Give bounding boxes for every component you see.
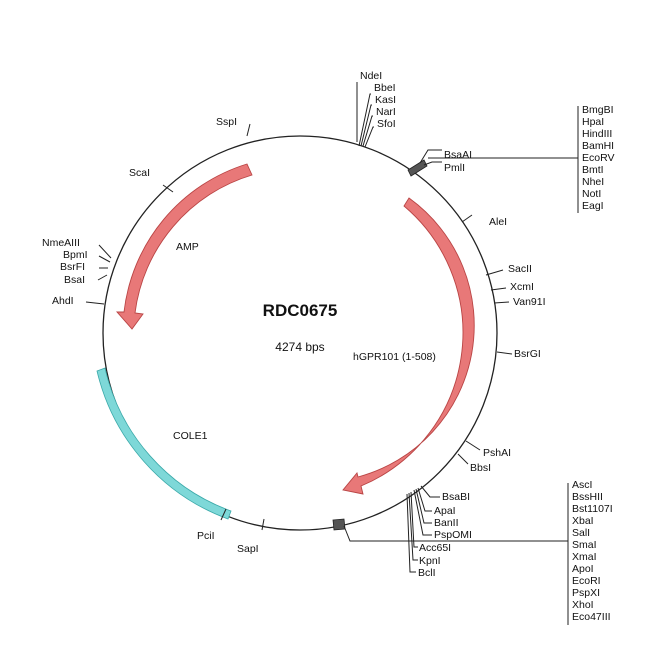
site-bmgbi: BmgBI	[582, 104, 614, 116]
site-apoi: ApoI	[572, 563, 594, 575]
site-noti: NotI	[582, 188, 601, 200]
feature-cole1	[96, 367, 232, 520]
site-xhoi: XhoI	[572, 599, 594, 611]
mcs-bottom-marker	[332, 518, 346, 531]
site-hpai: HpaI	[582, 116, 604, 128]
site-nhei: NheI	[582, 176, 604, 188]
mcs-top-list: BmgBI HpaI HindIII BamHI EcoRV BmtI NheI…	[582, 104, 615, 212]
site-bbsi: BbsI	[470, 462, 491, 474]
site-bmti: BmtI	[582, 164, 604, 176]
site-bsaai: BsaAI	[444, 149, 472, 161]
map-title: RDC0675	[263, 301, 338, 320]
feature-amp-arrow	[116, 163, 253, 330]
site-bsshii: BssHII	[572, 491, 603, 503]
site-sfoi: SfoI	[377, 118, 396, 130]
site-ndei: NdeI	[360, 70, 382, 82]
site-ticks-right	[457, 214, 513, 465]
site-xmai: XmaI	[572, 551, 597, 563]
site-bsabi: BsaBI	[442, 491, 470, 503]
site-asci: AscI	[572, 479, 592, 491]
site-pspxi: PspXI	[572, 587, 600, 599]
site-alei: AleI	[489, 216, 507, 228]
site-pspomi: PspOMI	[434, 529, 472, 541]
site-nmeaiii: NmeAIII	[42, 237, 80, 249]
site-ahdi: AhdI	[52, 295, 74, 307]
site-kpni: KpnI	[419, 555, 441, 567]
site-acc65i: Acc65I	[419, 542, 451, 554]
site-kasi: KasI	[375, 94, 396, 106]
site-sspi: SspI	[216, 116, 237, 128]
site-bpmi: BpmI	[63, 249, 88, 261]
feature-label-cole1: COLE1	[173, 430, 208, 442]
site-bst1107i: Bst1107I	[572, 503, 613, 515]
site-ticks-left	[85, 123, 265, 531]
site-cluster-mcs-bottom	[343, 483, 569, 625]
site-pmli: PmlI	[444, 162, 465, 174]
site-ecori: EcoRI	[572, 575, 601, 587]
site-sacii: SacII	[508, 263, 532, 275]
site-xcmi: XcmI	[510, 281, 534, 293]
plasmid-backbone	[102, 135, 498, 531]
site-cluster-mcs-top	[419, 106, 579, 213]
site-eagi: EagI	[582, 200, 604, 212]
site-nari: NarI	[376, 106, 396, 118]
site-cluster-top	[356, 82, 374, 148]
feature-label-hgpr101: hGPR101 (1-508)	[353, 351, 436, 363]
site-van91i: Van91I	[513, 296, 546, 308]
mcs-top-marker	[407, 159, 428, 177]
site-smai: SmaI	[572, 539, 597, 551]
site-eco47iii: Eco47III	[572, 611, 611, 623]
site-xbai: XbaI	[572, 515, 594, 527]
site-bcli: BclI	[418, 567, 436, 579]
feature-label-amp: AMP	[176, 241, 199, 253]
feature-hgpr101-arrow	[342, 197, 475, 495]
site-sapi: SapI	[237, 543, 259, 555]
site-cluster-bottom	[406, 485, 440, 573]
site-bamhi: BamHI	[582, 140, 614, 152]
site-hindiii: HindIII	[582, 128, 612, 140]
site-ecorv: EcoRV	[582, 152, 615, 164]
site-bsrfi: BsrFI	[60, 261, 85, 273]
site-sali: SalI	[572, 527, 590, 539]
map-size: 4274 bps	[275, 340, 324, 354]
site-apai: ApaI	[434, 505, 456, 517]
mcs-bottom-list: AscI BssHII Bst1107I XbaI SalI SmaI XmaI…	[572, 479, 613, 623]
site-banii: BanII	[434, 517, 459, 529]
site-bsai: BsaI	[64, 274, 85, 286]
site-pshai: PshAI	[483, 447, 511, 459]
site-bsrgi: BsrGI	[514, 348, 541, 360]
site-bbei: BbeI	[374, 82, 396, 94]
site-scai: ScaI	[129, 167, 150, 179]
site-pcii: PciI	[197, 530, 215, 542]
